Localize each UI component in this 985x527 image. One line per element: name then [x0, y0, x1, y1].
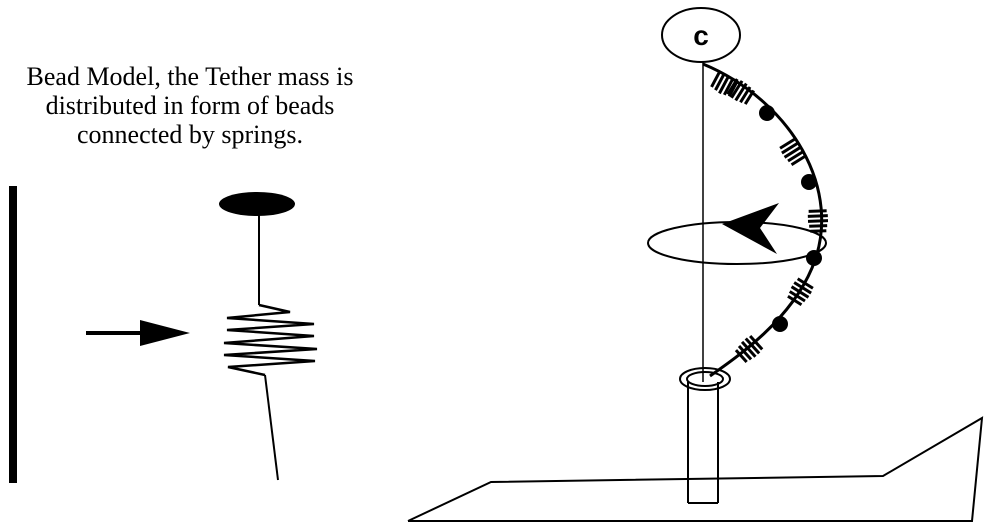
spring-6	[734, 334, 764, 363]
bead	[801, 174, 817, 190]
spring-3	[779, 137, 806, 166]
ground-plane	[407, 416, 984, 522]
spring-2	[726, 78, 755, 105]
end-mass-bead	[219, 192, 295, 216]
tether-lower-segment	[264, 374, 279, 481]
bead	[806, 250, 822, 266]
spring-5	[787, 277, 814, 306]
spring-1	[710, 72, 739, 97]
caption: Bead Model, the Tether mass is distribut…	[0, 62, 400, 149]
rotation-arrow-icon	[722, 203, 779, 254]
caption-line-3: connected by springs.	[76, 120, 303, 149]
right-arrow-icon	[86, 320, 190, 346]
tether-beads	[759, 105, 822, 332]
bead	[772, 316, 788, 332]
tether-springs	[710, 72, 829, 363]
zigzag-spring-icon	[223, 303, 318, 377]
base-post	[679, 367, 731, 504]
satellite-circle	[661, 7, 741, 63]
caption-line-2: distributed in form of beads	[45, 91, 335, 120]
spring-4	[807, 209, 829, 233]
satellite-label: c	[693, 20, 709, 51]
caption-line-1: Bead Model, the Tether mass is	[26, 62, 354, 91]
bead	[759, 105, 775, 121]
continuous-tether-bar	[9, 186, 17, 483]
